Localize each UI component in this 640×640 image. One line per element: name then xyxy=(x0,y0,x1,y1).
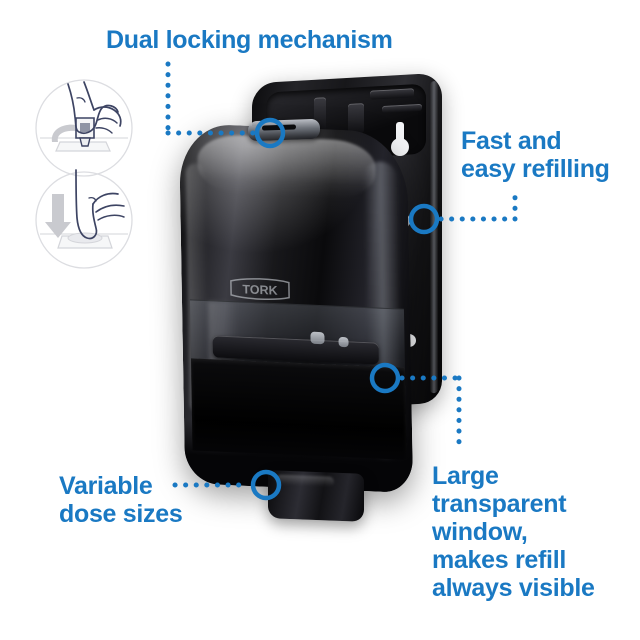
tork-logo-text: TORK xyxy=(242,282,277,297)
hand-turning-key-icon xyxy=(35,79,133,177)
tork-logo: TORK xyxy=(230,278,290,301)
callout-text-fast-refilling: Fast and easy refilling xyxy=(461,127,610,183)
callout-text-variable-dose: Variable dose sizes xyxy=(59,472,183,528)
dispenser-front-cover xyxy=(178,122,414,494)
lock-tab xyxy=(248,118,320,142)
callout-text-dual-locking: Dual locking mechanism xyxy=(106,26,393,54)
finger-pressing-button-icon xyxy=(35,169,133,269)
dose-push-lever xyxy=(268,470,364,522)
callout-text-large-window: Large transparent window, makes refill a… xyxy=(432,462,595,602)
